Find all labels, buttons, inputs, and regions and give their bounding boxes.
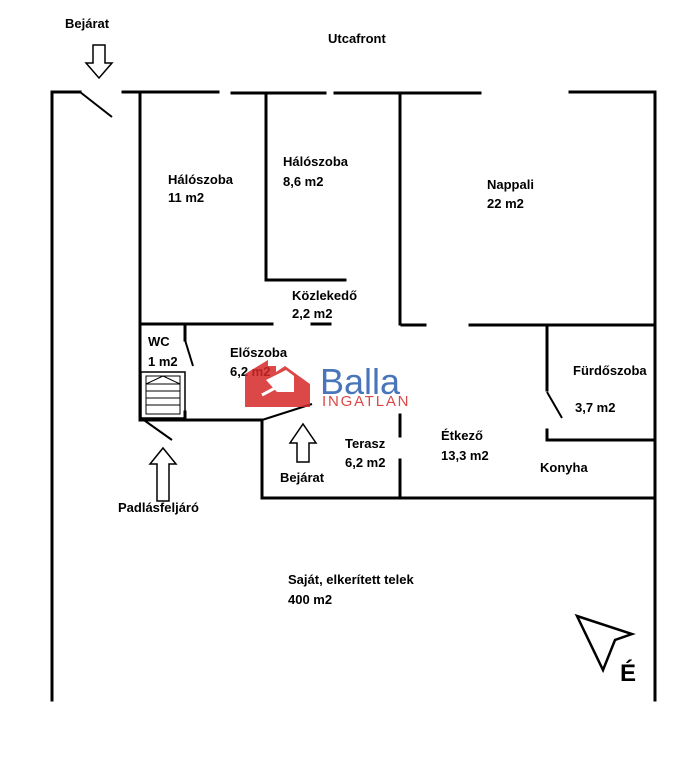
bedroom-2-area: 8,6 m2	[283, 174, 323, 189]
house-entrance-label: Bejárat	[280, 470, 325, 485]
hallway-area: 2,2 m2	[292, 306, 332, 321]
street-front-label: Utcafront	[328, 31, 386, 46]
entrance-arrow-icon	[84, 44, 114, 80]
north-arrow-icon	[574, 613, 636, 674]
living-room-area: 22 m2	[487, 196, 524, 211]
wc-name: WC	[148, 334, 170, 349]
wc-area: 1 m2	[148, 354, 178, 369]
attic-arrow-icon	[148, 446, 178, 502]
bathroom-area: 3,7 m2	[575, 400, 615, 415]
dining-name: Étkező	[441, 428, 483, 443]
terrace-name: Terasz	[345, 436, 386, 451]
bedroom-2-name: Hálószoba	[283, 154, 349, 169]
kitchen-label: Konyha	[540, 460, 588, 475]
bedroom-1-name: Hálószoba	[168, 172, 234, 187]
terrace-area: 6,2 m2	[345, 455, 385, 470]
living-room-name: Nappali	[487, 177, 534, 192]
watermark-sub: INGATLAN	[322, 393, 410, 410]
bedroom-1-area: 11 m2	[168, 190, 204, 205]
dining-area: 13,3 m2	[441, 448, 489, 463]
hallway-name: Közlekedő	[292, 288, 357, 303]
house-walls	[138, 92, 657, 500]
attic-access-label: Padlásfeljáró	[118, 500, 199, 515]
top-entrance-label: Bejárat	[65, 16, 110, 31]
plot-area: 400 m2	[288, 592, 332, 607]
watermark-brand: Balla	[320, 361, 401, 402]
balla-watermark-logo: Balla INGATLAN	[245, 360, 410, 410]
north-label: É	[620, 659, 636, 687]
house-entrance-arrow-icon	[288, 422, 318, 463]
plot-label: Saját, elkerített telek	[288, 572, 414, 587]
attic-stair-icon	[140, 371, 186, 419]
entry-hall-name: Előszoba	[230, 345, 288, 360]
bathroom-name: Fürdőszoba	[573, 363, 647, 378]
plot-boundary	[50, 90, 657, 702]
